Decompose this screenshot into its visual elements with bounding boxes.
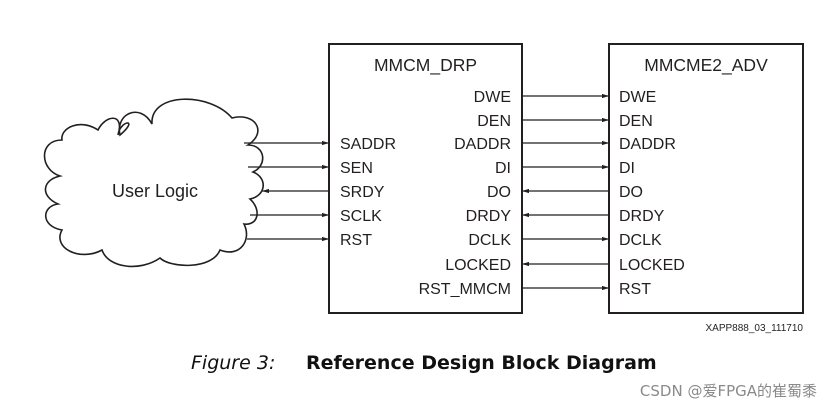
port-rst-mmcm: RST_MMCM [419,281,511,298]
port-dclk: DCLK [468,232,511,249]
mmcm-drp-box [328,43,523,314]
mmcm-port-rst: RST [619,281,651,298]
figure-code: XAPP888_03_111710 [706,323,804,334]
mmcm-port-locked: LOCKED [619,257,685,274]
mmcm-drp-title: MMCM_DRP [374,55,477,76]
mmcm-port-do: DO [619,184,643,201]
port-dwe: DWE [474,89,511,106]
port-rst: RST [340,232,372,249]
caption-number: Figure 3: [191,352,275,374]
mmcm-port-dclk: DCLK [619,232,662,249]
port-di: DI [495,160,511,177]
mmcm-drp-block: MMCM_DRP SADDR SEN SRDY SCLK RST DWE DEN… [328,43,523,314]
port-locked: LOCKED [445,257,511,274]
mmcm-port-dwe: DWE [619,89,656,106]
mmcm-port-den: DEN [619,113,653,130]
port-daddr: DADDR [454,136,511,153]
watermark: CSDN @爱FPGA的崔蜀黍 [640,382,817,400]
port-srdy: SRDY [340,184,385,201]
drp-mmcm-connections [522,93,609,291]
user-logic-cloud: User Logic [43,98,264,268]
mmcme2-adv-box [608,43,804,314]
mmcm-port-daddr: DADDR [619,136,676,153]
caption-title: Reference Design Block Diagram [306,352,657,374]
port-sen: SEN [340,160,373,177]
port-sclk: SCLK [340,208,382,225]
port-saddr: SADDR [340,136,396,153]
port-den: DEN [477,113,511,130]
port-do: DO [487,184,511,201]
mmcme2-adv-block: MMCME2_ADV DWE DEN DADDR DI DO DRDY DCLK… [608,43,804,314]
port-drdy: DRDY [466,208,512,225]
mmcm-port-drdy: DRDY [619,208,665,225]
user-drp-connections [244,140,329,242]
mmcme2-adv-title: MMCME2_ADV [644,55,768,76]
user-logic-label: User Logic [112,181,198,201]
cloud-shape [43,98,264,268]
mmcm-port-di: DI [619,160,635,177]
